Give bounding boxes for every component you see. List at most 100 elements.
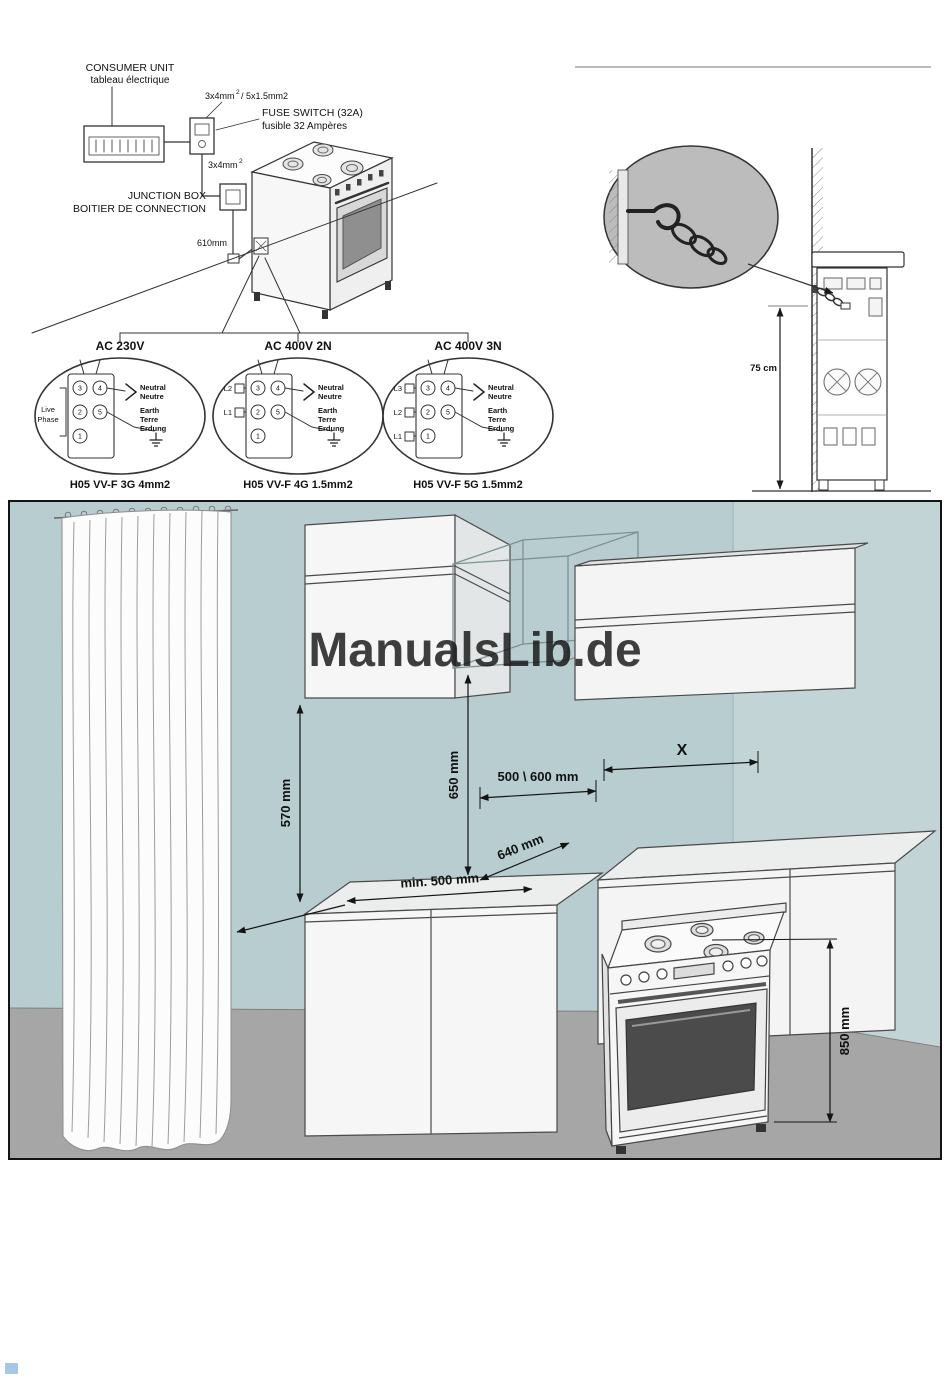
terminal-number: 5 [98,410,102,417]
terminal-number: 1 [426,434,430,441]
cable-spec-top-sup: 2 [236,89,240,96]
line-label: L2 [224,384,232,393]
earth-label-de: Erdung [140,424,167,433]
neutral-arrow-icon [473,383,486,401]
neutral-label: Neutral [488,383,514,392]
curtain-clearance-arrow [236,904,346,934]
neutral-label: Neutral [318,383,344,392]
dimension-labels: 570 mm 650 mm 500 \ 600 mm X 640 mm min.… [278,742,852,1055]
wiring-title-230v: AC 230V [96,339,145,353]
terminal-number: 5 [276,410,280,417]
terminal-number: 4 [276,386,280,393]
cable-spec-mid-sup: 2 [239,158,243,165]
fuse-switch-label-fr: fusible 32 Ampères [262,121,347,132]
earth-symbol-icon [497,432,511,447]
kitchen-installation-diagram: ManualsLib.de [10,502,940,1158]
cable-type-400v2n: H05 VV-F 4G 1.5mm2 [243,479,352,491]
worktop [811,251,905,268]
line-label: L2 [394,408,402,417]
magnifier-pointer-arrow [747,263,834,294]
dim-line-x [603,758,759,774]
fuse-switch-box [189,117,215,155]
dim-500-600-label: 500 \ 600 mm [498,769,579,784]
terminal-number: 1 [256,434,260,441]
knob [620,974,632,986]
terminal-number: 4 [446,386,450,393]
cable-spec-mid: 3x4mm [208,160,238,170]
line-label: L1 [224,408,232,417]
terminal-number: 2 [256,410,260,417]
neutral-arrow-icon [303,383,316,401]
right-wall-cabinet [574,542,869,701]
line-label: L1 [394,432,402,441]
earth-label-fr: Terre [488,415,506,424]
curtain-body [61,509,232,1152]
terminal-number: 1 [78,434,82,441]
wiring-title-400v2n: AC 400V 2N [264,339,331,353]
terminal-number: 4 [98,386,102,393]
cooker-rear-view [816,267,888,491]
magnifier-detail [603,145,779,289]
scan-artifact [5,1363,18,1374]
knob [756,955,768,967]
oven-handle [617,982,767,1004]
line-label: Phase [37,415,58,424]
curtain [53,505,239,1152]
control-panel [620,955,768,986]
electrical-connection-diagram: CONSUMER UNIT tableau électrique 3x4mm 2… [31,62,554,491]
cable-spec-top: 3x4mm [205,91,235,101]
neutral-arrow-icon [125,383,138,401]
display-window [673,962,715,980]
wiring-title-400v3n: AC 400V 3N [434,339,501,353]
left-base-cabinet [303,872,604,1137]
dim-line-500-600 [479,788,597,801]
junction-box-label-en: JUNCTION BOX [128,190,206,202]
line-label: Live [41,405,55,414]
earth-label-de: Erdung [318,424,345,433]
neutral-label: Neutral [140,383,166,392]
chain-link-icon [706,246,728,266]
cable-length-label: 610mm [197,238,227,248]
anti-tip-chain-diagram: 75 cm [575,66,931,492]
kitchen-figure-frame: ManualsLib.de [8,500,942,1160]
earth-symbol-icon [149,432,163,447]
consumer-unit-box [83,125,165,163]
earth-label-fr: Terre [318,415,336,424]
dim-650-label: 650 mm [446,751,461,799]
knob [638,971,650,983]
consumer-unit-label-fr: tableau électrique [91,75,170,86]
chain-link-icon [671,222,697,246]
earth-symbol-icon [327,432,341,447]
dim-line-min500 [346,886,533,904]
dim-line-640 [479,842,570,881]
freestanding-cooker [601,902,787,1154]
wiring-diagram-400v3n: AC 400V 3N 3 2 1 4 5 Neutral Neutre Eart… [382,339,554,491]
dim-75cm-label: 75 cm [750,363,777,374]
fuse-switch-label-en: FUSE SWITCH (32A) [262,107,363,119]
neutral-label-fr: Neutre [318,392,342,401]
earth-label-de: Erdung [488,424,515,433]
knob [722,960,734,972]
top-figures: CONSUMER UNIT tableau électrique 3x4mm 2… [31,62,931,492]
neutral-label-fr: Neutre [140,392,164,401]
height-dimension-75cm: 75 cm [750,305,808,490]
earth-label: Earth [140,406,160,415]
wiring-diagram-230v: AC 230V 3 2 1 4 5 Neutral Neutre Earth T… [34,339,206,491]
wiring-diagram-400v2n: AC 400V 2N 3 2 1 4 5 Neutral Neutre Eart… [212,339,384,491]
cable-type-400v3n: H05 VV-F 5G 1.5mm2 [413,479,522,491]
junction-box [219,183,247,211]
dimension-lines [236,674,838,1123]
terminal-number: 3 [78,386,82,393]
dim-min500-label: min. 500 mm [400,870,480,890]
dim-850-label: 850 mm [837,1007,852,1055]
earth-label-fr: Terre [140,415,158,424]
neutral-label-fr: Neutre [488,392,512,401]
cable-type-230v: H05 VV-F 3G 4mm2 [70,479,170,491]
dim-570-label: 570 mm [278,779,293,827]
earth-label: Earth [488,406,508,415]
earth-label: Earth [318,406,338,415]
chain-link-icon [689,234,715,258]
cable-spec-top-rest: / 5x1.5mm2 [241,91,288,101]
knob [740,957,752,969]
